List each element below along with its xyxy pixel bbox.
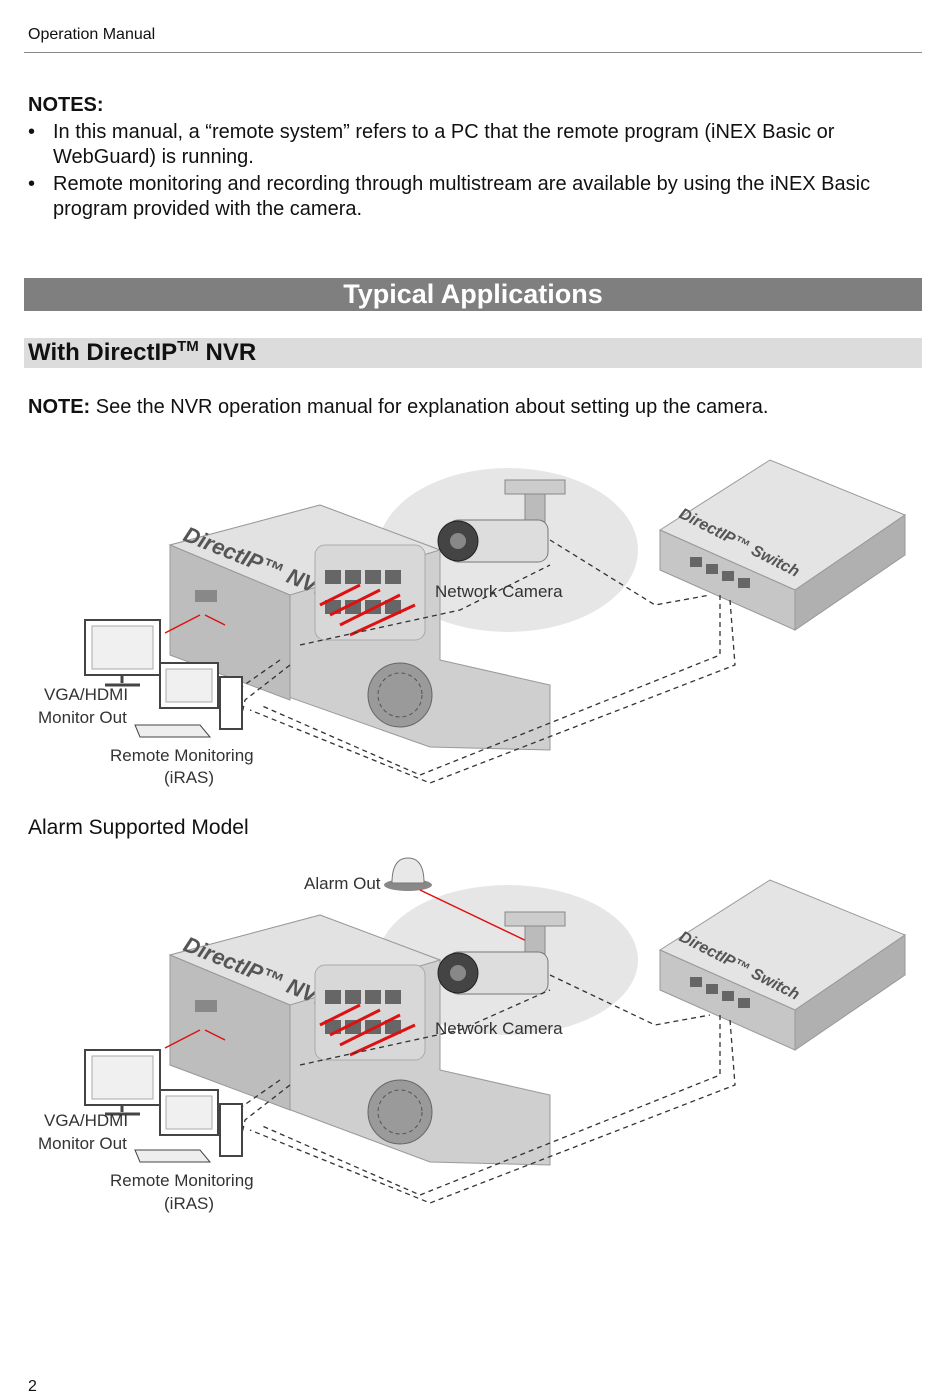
remote-pc-icon	[134, 662, 243, 738]
running-header: Operation Manual	[28, 26, 156, 43]
notes-item: •Remote monitoring and recording through…	[28, 173, 871, 220]
monitor-label-line2: Monitor Out	[38, 1134, 127, 1153]
alarm-red-line	[419, 889, 536, 946]
network-camera-icon	[437, 479, 566, 563]
bullet-icon: •	[28, 173, 36, 195]
remote-label-line1: Remote Monitoring	[110, 746, 254, 765]
alarm-light-icon	[384, 857, 432, 891]
port-zoom-inset	[314, 544, 426, 641]
red-connection-lines	[164, 583, 416, 637]
vga-port-icon	[195, 590, 217, 602]
network-camera-label: Network Camera	[435, 582, 563, 601]
nvr-alarm-network-diagram: Alarm Out DirectIP™ NVR Network Camera	[38, 857, 907, 1213]
remote-label-line2: (iRAS)	[164, 1194, 214, 1213]
section-heading: Typical Applications	[24, 278, 922, 311]
monitor-icon	[84, 619, 161, 687]
monitor-label-line1: VGA/HDMI	[44, 1111, 128, 1130]
notes-item: •In this manual, a “remote system” refer…	[28, 121, 835, 168]
page-number: 2	[28, 1378, 37, 1395]
monitor-icon	[84, 1049, 161, 1116]
network-camera-label: Network Camera	[435, 1019, 563, 1038]
header-rule	[24, 52, 922, 53]
remote-pc-icon	[134, 1089, 243, 1163]
note-line: NOTE: See the NVR operation manual for e…	[28, 396, 769, 418]
fan-icon	[367, 662, 433, 728]
red-connection-lines	[164, 1003, 416, 1057]
alarm-out-label: Alarm Out	[304, 874, 381, 893]
vga-port-icon	[195, 1000, 217, 1012]
fan-icon	[367, 1079, 433, 1145]
network-camera-icon	[437, 911, 566, 995]
directip-switch-device	[658, 879, 907, 1051]
bullet-icon: •	[28, 121, 36, 143]
subsection-heading: With DirectIPTM NVR	[24, 338, 922, 368]
nvr-network-diagram: DirectIP™ NVR Network Camera DirectIP™ S…	[38, 459, 907, 787]
monitor-label-line1: VGA/HDMI	[44, 685, 128, 704]
remote-label-line2: (iRAS)	[164, 768, 214, 787]
notes-title: NOTES:	[28, 94, 104, 116]
notes-list: •In this manual, a “remote system” refer…	[24, 120, 924, 224]
alarm-model-heading: Alarm Supported Model	[28, 816, 249, 839]
monitor-label-line2: Monitor Out	[38, 708, 127, 727]
remote-label-line1: Remote Monitoring	[110, 1171, 254, 1190]
directip-switch-device	[658, 459, 907, 631]
